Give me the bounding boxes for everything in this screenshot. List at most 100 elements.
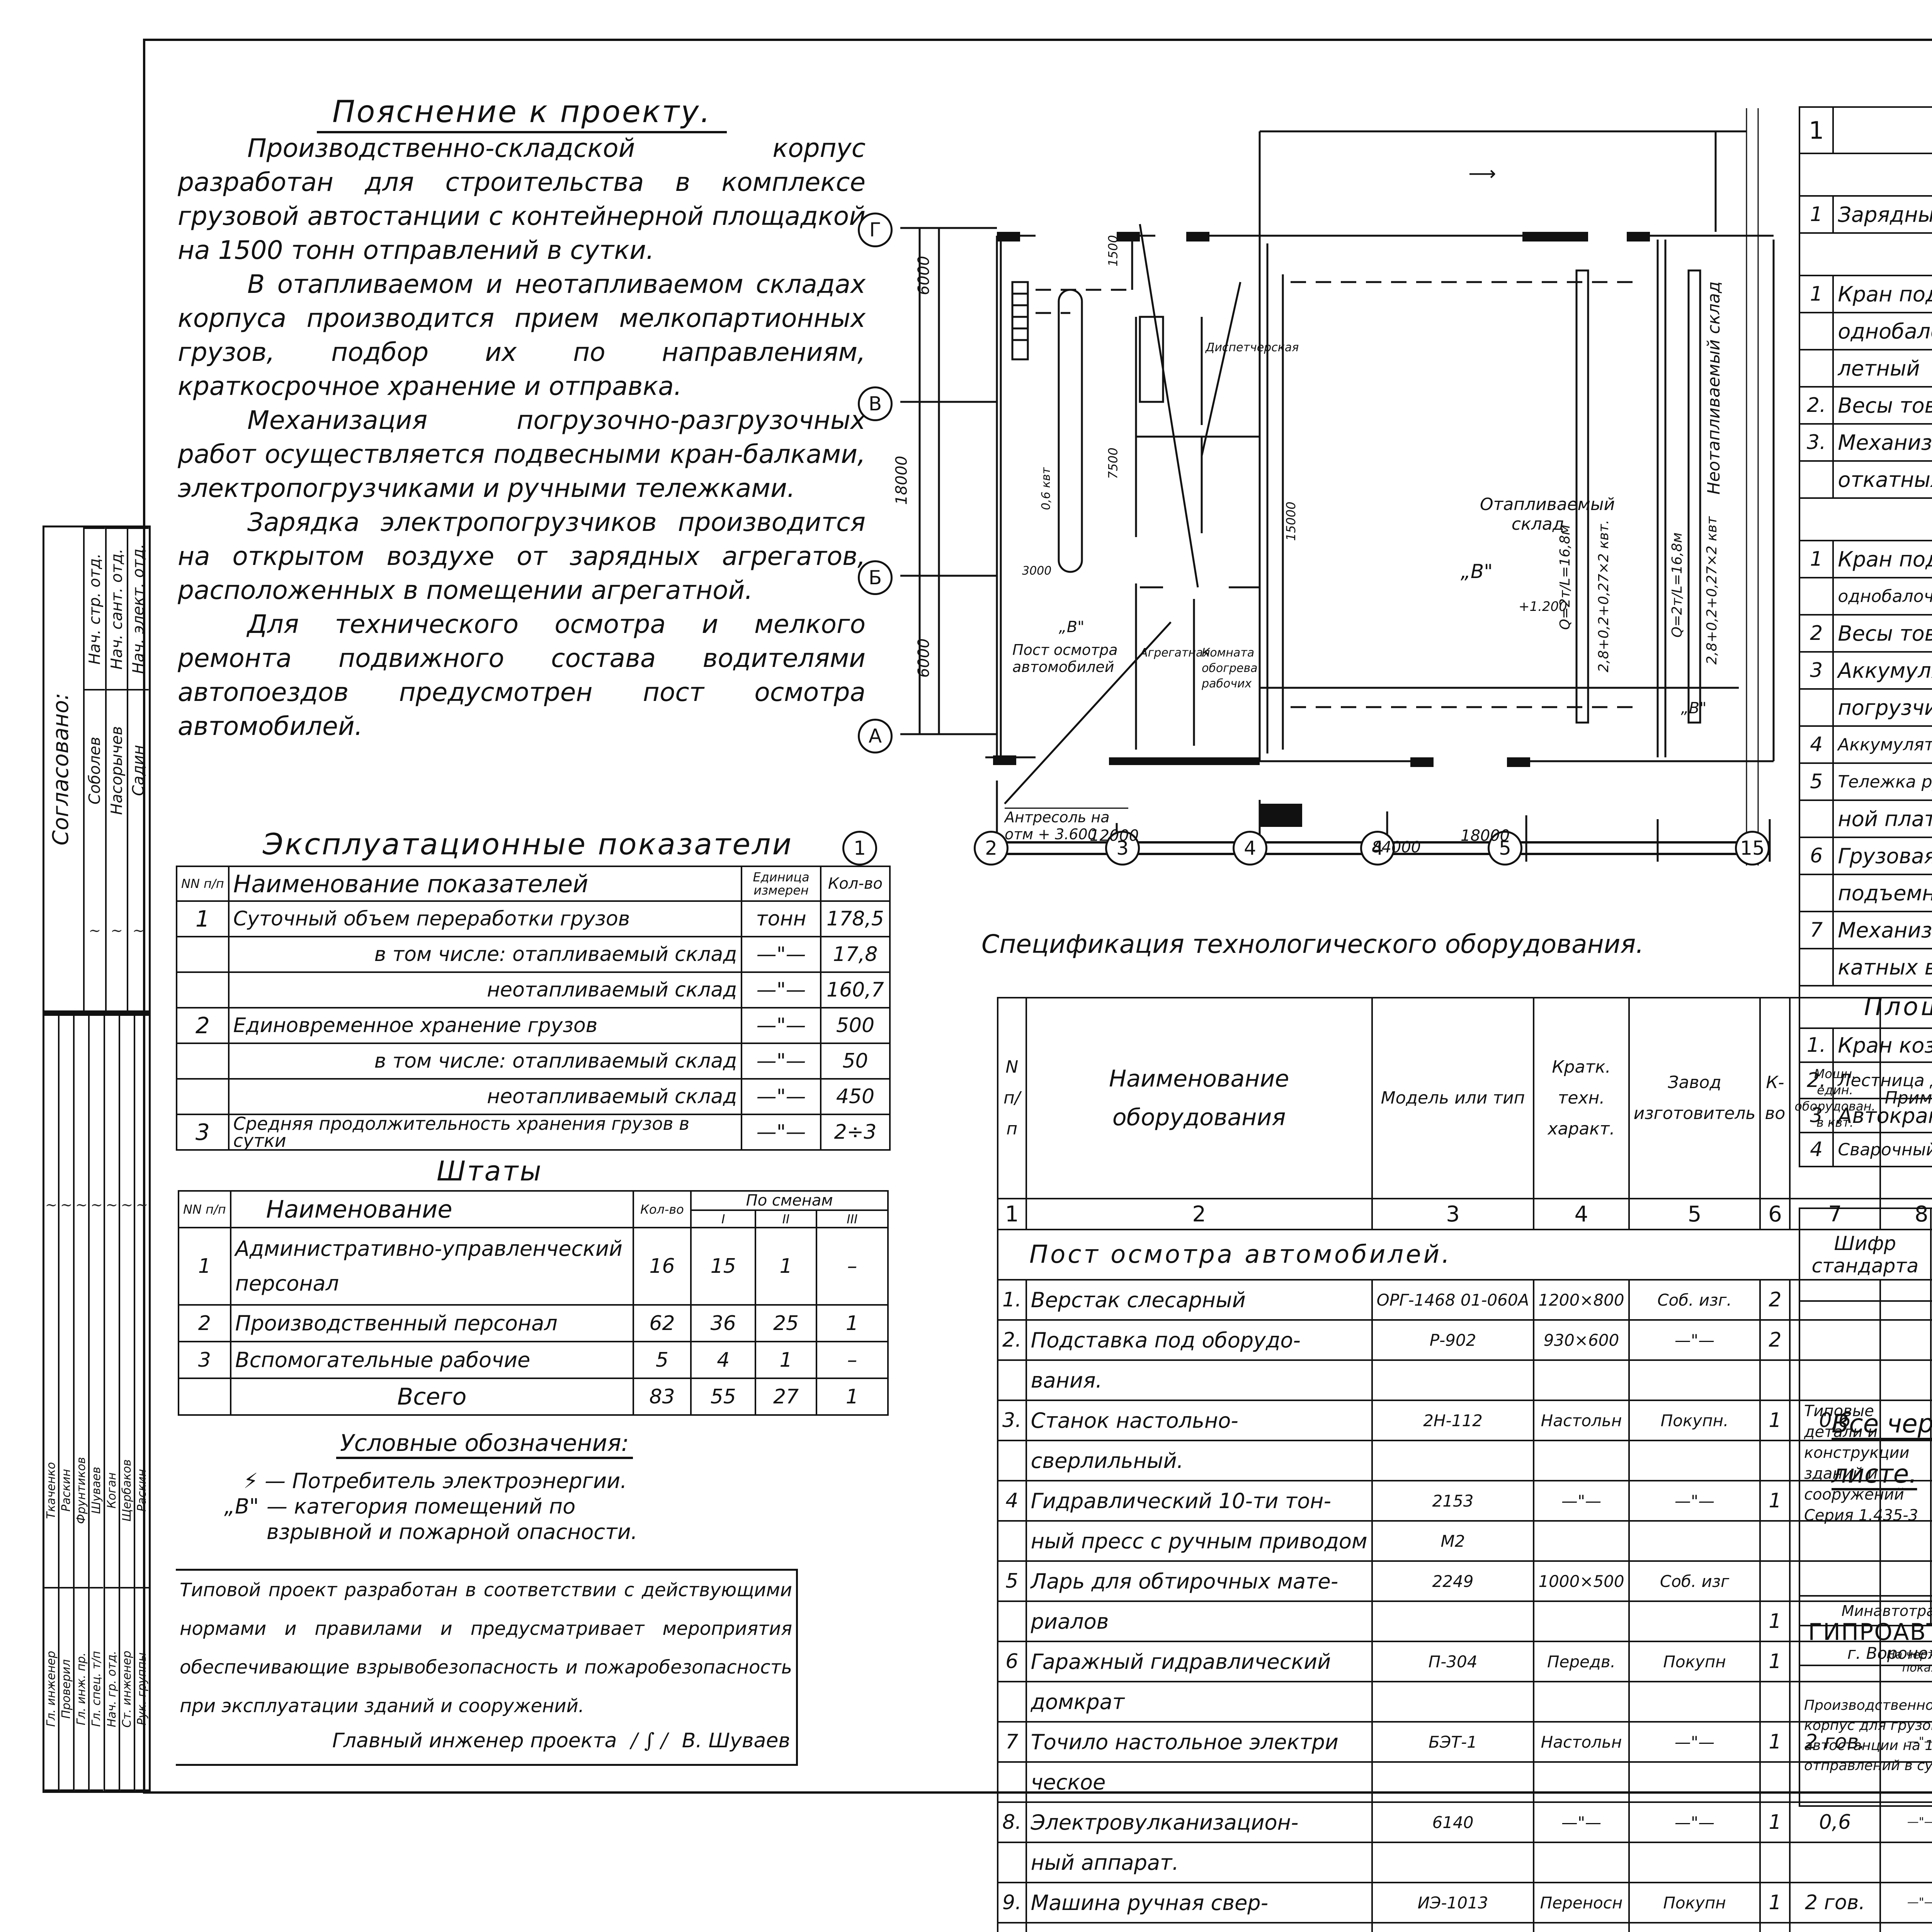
equipment-row: однобалочный однопро-7890-73L=16,8м: [1798, 312, 1932, 350]
room-label-aggregate: Агрегатная: [1140, 646, 1210, 660]
axis-col-bubble: 5: [1488, 831, 1522, 866]
equipment-row: 1.Кран козловойКК-6Q=6т.Покупн.130,9: [1798, 1027, 1932, 1063]
signature: ~: [60, 1014, 73, 1394]
org-name: ГИПРОАВТОТРАНС: [1808, 1619, 1932, 1646]
axis-col-bubble: 3: [1105, 831, 1140, 866]
elevation-mark: +1.200: [1519, 599, 1567, 614]
spec-row: ный аппарат.: [997, 1842, 1932, 1883]
signature: ~: [120, 1014, 134, 1394]
signature: / ∫ /: [631, 1729, 668, 1752]
dim-text: 3000: [1022, 564, 1052, 578]
typical-projects-title: Перечень примененных типовых проектов: [1799, 1136, 1932, 1202]
indicator-row: в том числе: отапливаемый склад—"—50: [176, 1043, 891, 1080]
staff-total-row: Всего 83 55 27 1: [178, 1378, 889, 1416]
spec-row: ческое: [997, 1761, 1932, 1803]
spec-row: домкрат: [997, 1681, 1932, 1723]
spec-title: Спецификация технологического оборудован…: [981, 929, 1644, 959]
signature: ~: [88, 922, 101, 939]
crane-label: Q=2т/L=16,8м: [1669, 532, 1685, 638]
spec-row: сверлильный.: [997, 1440, 1932, 1481]
axis-col-bubble: 4: [1233, 831, 1267, 866]
category-label: „В": [1059, 618, 1085, 636]
legend-item: „В" — категория помещений по взрывной и …: [224, 1494, 638, 1544]
axis-row-bubble: Б: [858, 560, 893, 595]
equipment-row: 3АвтокранАК-75Q=5тПокупн.1—"—: [1798, 1098, 1932, 1133]
axis-row-bubble: Г: [858, 213, 893, 247]
staff-title-wrap: Штаты: [437, 1155, 543, 1187]
signature: ~: [90, 1014, 104, 1394]
legend-item: ⚡ — Потребитель электроэнергии.: [243, 1469, 627, 1493]
axis-col-bubble: 4: [1360, 831, 1395, 866]
dim-text: 6000: [915, 638, 933, 678]
equipment-section-title: Площадка на 330 3х тонных контейнеров.: [1799, 985, 1932, 1029]
room-label-unheated-warehouse: Неотапливаемый склад: [1704, 281, 1724, 495]
room-label-dispatch: Диспетчерская: [1206, 341, 1299, 354]
approvals-stamp: Согласовано: Нач. стр. отд. Соболев ~ На…: [43, 526, 151, 1012]
equipment-row: однобалочный однопролетный7890-73L=16,8м…: [1798, 577, 1932, 616]
drawings-note: Все чертежи марки ТХ расположены на этом…: [1832, 1409, 1932, 1489]
staff-title: Штаты: [437, 1155, 543, 1187]
legend-items: ⚡ — Потребитель электроэнергии. „В" — ка…: [178, 1468, 873, 1545]
object-description: Производственно-складской корпус для гру…: [1799, 1665, 1932, 1807]
compliance-text: Типовой проект разработан в соответствии…: [180, 1579, 792, 1717]
approvals-title: Согласовано:: [48, 692, 73, 845]
axis-row-bubble: В: [858, 386, 893, 421]
explanation-paragraph: Зарядка электропогрузчиков производится …: [178, 507, 866, 605]
signature: ~: [105, 1014, 119, 1394]
equipment-row: откатных ворот.: [1798, 460, 1932, 499]
power-consumer-icon: ⚡: [243, 1469, 258, 1493]
equipment-row: погрузчик: [1798, 688, 1932, 727]
dim-text: 18000: [1461, 827, 1510, 845]
spec-row: 8.Электровулканизацион-6140—"——"—10,6—"—: [997, 1801, 1932, 1843]
indicators-title: Эксплуатационные показатели: [263, 827, 793, 861]
room-label-heated-warehouse: Отапливаемый склад: [1480, 495, 1615, 534]
explanation-title: Пояснение к проекту.: [317, 95, 727, 133]
axis-row-bubble: А: [858, 719, 893, 753]
signature: ~: [135, 1014, 149, 1394]
category-icon: „В": [224, 1494, 259, 1519]
equipment-row: 7Механизм привода от-1,435-3Эл. мех.Соб.…: [1798, 911, 1932, 949]
room-label-heating-room: Комната обогрева рабочих: [1202, 646, 1258, 690]
room-label-inspection-post: Пост осмотра автомобилей: [1012, 641, 1118, 675]
floor-plan-drawing: [900, 108, 1775, 866]
indicators-table: NN п/п Наименование показателей Единица …: [176, 866, 891, 1151]
signature: ~: [111, 922, 123, 939]
dim-text: 18000: [893, 456, 911, 505]
indicator-row: неотапливаемый склад—"—450: [176, 1078, 891, 1115]
signature: ~: [44, 1014, 58, 1394]
indicators-title-wrap: Эксплуатационные показатели: [263, 827, 793, 861]
explanation-title-wrap: Пояснение к проекту.: [317, 95, 727, 133]
equipment-row: 2.Лестница для стропальщиковПереноснСоб.…: [1798, 1061, 1932, 1099]
floor-plan: Г В Б А 1 2 3 4 4 5 15 6000 18000 6000 1…: [842, 108, 1804, 866]
crane-label: Q=2т/L=16,8м: [1557, 524, 1573, 630]
title-block: Минавтотранс РСФСР ГИПРОАВТОТРАНС г. Вор…: [1799, 1595, 1932, 1807]
equipment-section-title: Неотапливаемый склад.: [1799, 497, 1932, 541]
compliance-box: Типовой проект разработан в соответствии…: [176, 1569, 798, 1766]
equipment-section-row: Площадка на 330 3х тонных контейнеров.: [1799, 985, 1932, 1029]
spec-section-title: Пост осмотра автомобилей.: [997, 1229, 1932, 1281]
indicator-row: в том числе: отапливаемый склад—"—17,8: [176, 936, 891, 973]
category-label: „В": [1681, 699, 1707, 717]
